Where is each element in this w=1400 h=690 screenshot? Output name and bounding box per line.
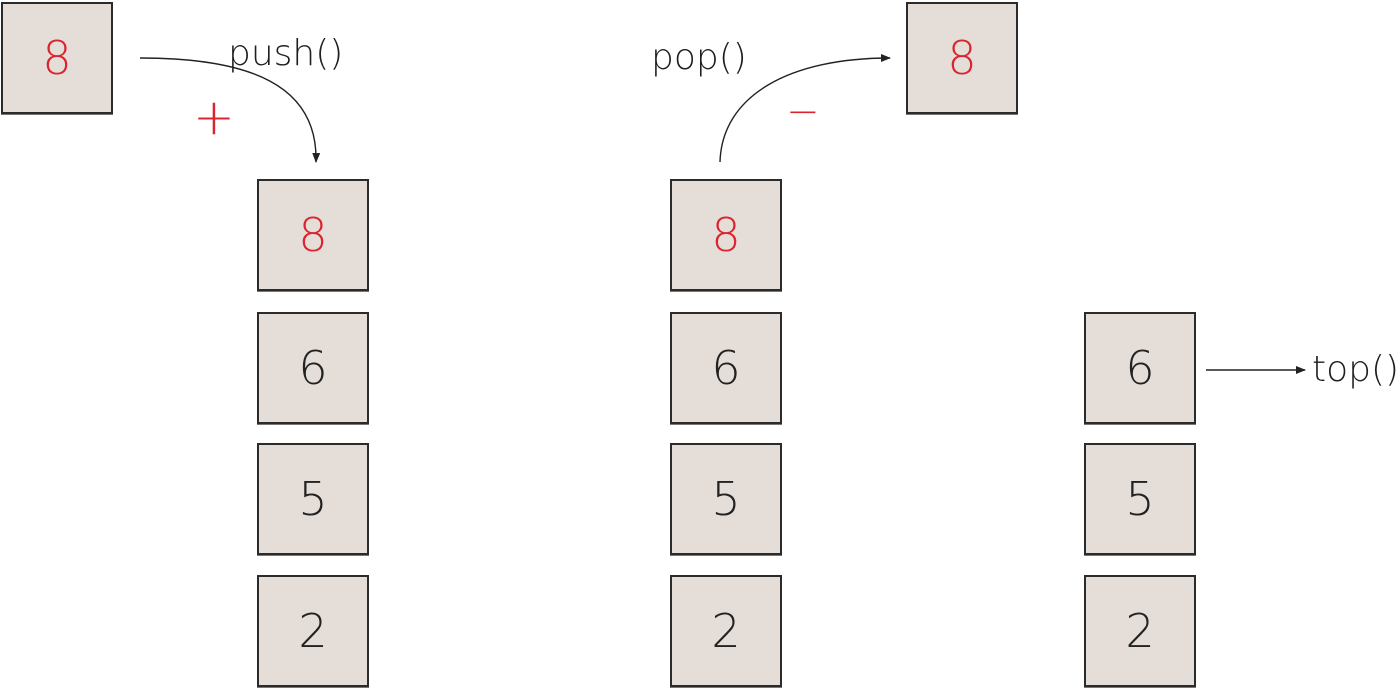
push-label: push() <box>228 33 344 74</box>
push-incoming-element: 8 <box>1 2 113 114</box>
pop-stack-element-bottom: 2 <box>670 575 782 687</box>
pop-stack-element-top: 8 <box>670 179 782 291</box>
push-plus-sign: + <box>193 88 235 146</box>
push-stack-element-top: 8 <box>257 179 369 291</box>
pop-minus-sign: − <box>786 89 820 135</box>
pop-label: pop() <box>651 37 747 78</box>
push-stack-element: 6 <box>257 312 369 424</box>
pop-stack-element: 6 <box>670 312 782 424</box>
pop-stack-element: 5 <box>670 443 782 555</box>
push-stack-element: 5 <box>257 443 369 555</box>
top-label: top() <box>1312 349 1400 390</box>
push-stack-element-bottom: 2 <box>257 575 369 687</box>
popped-element: 8 <box>906 2 1018 114</box>
pop-arrow <box>719 54 891 163</box>
top-stack-element-bottom: 2 <box>1084 575 1196 687</box>
top-stack-element-top: 6 <box>1084 312 1196 424</box>
push-arrow <box>139 57 321 163</box>
top-stack-element: 5 <box>1084 443 1196 555</box>
